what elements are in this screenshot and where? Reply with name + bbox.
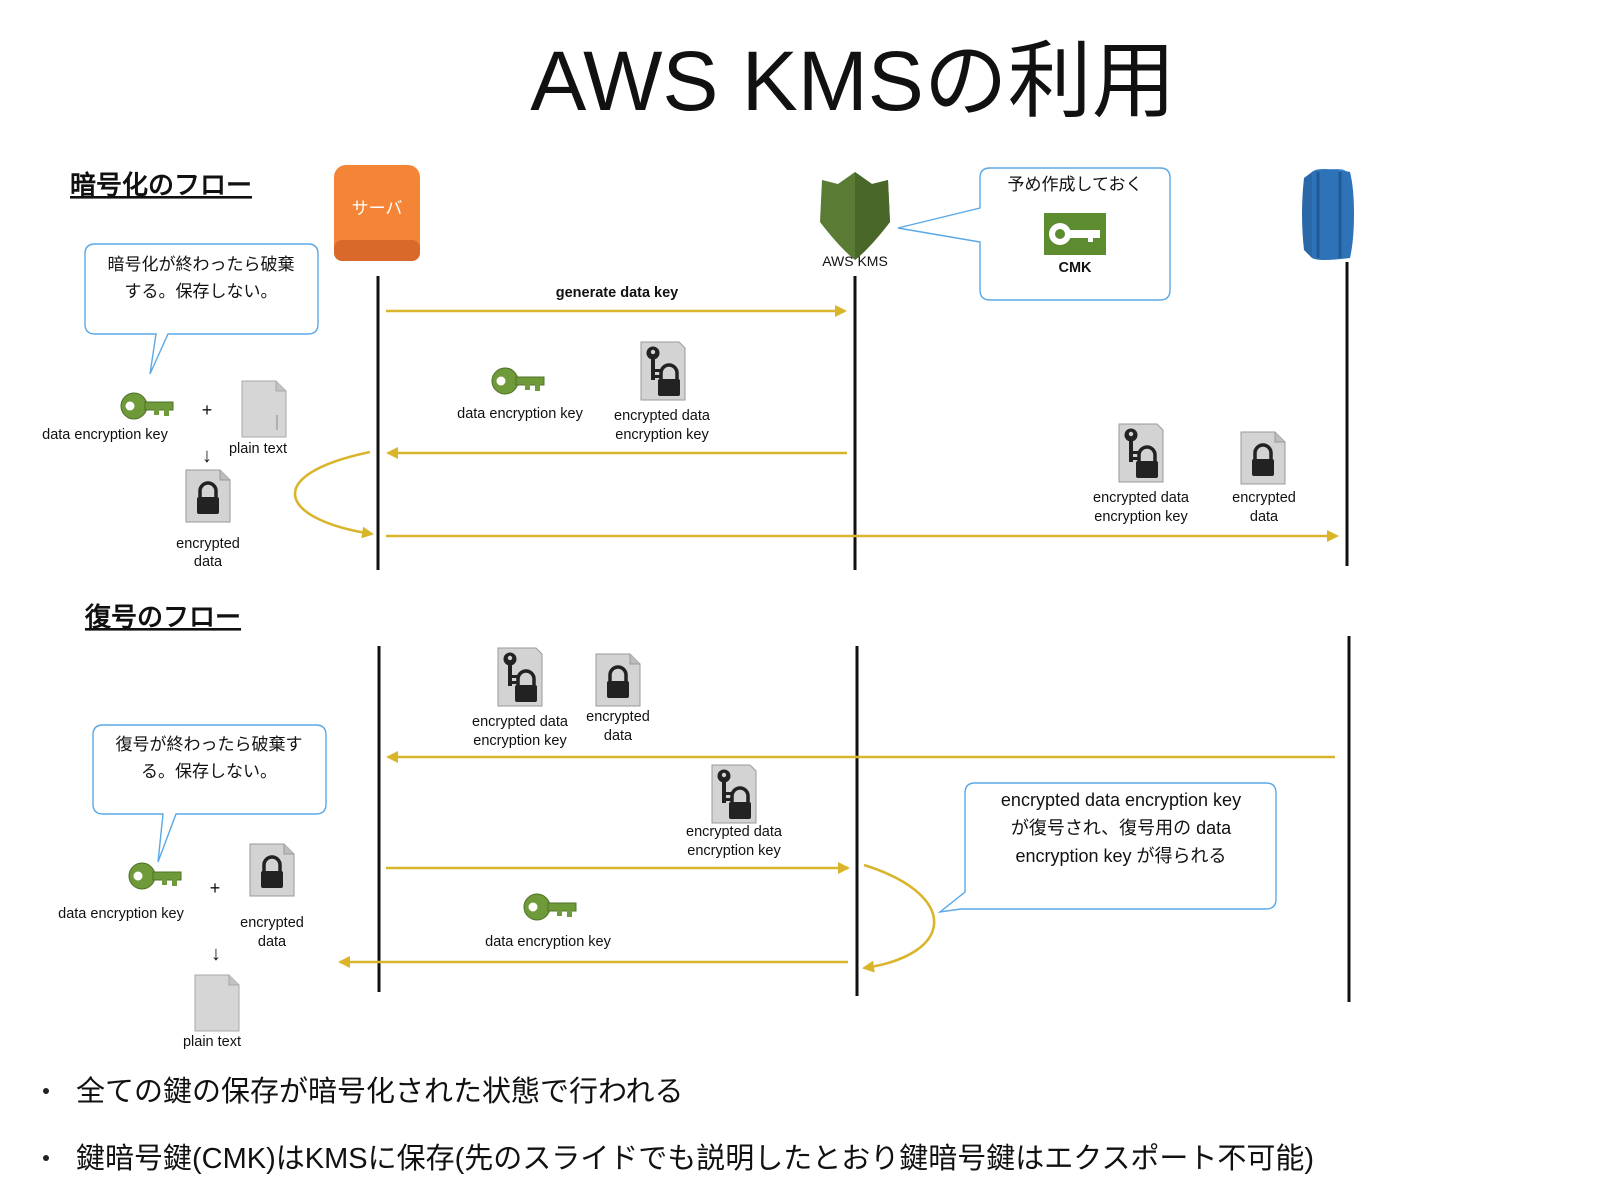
encrypt-flow-heading: 暗号化のフロー: [70, 170, 252, 200]
decrypt-discard-line1: 復号が終わったら破棄す: [116, 735, 303, 754]
data-encryption-key-label: data encryption key: [58, 906, 184, 922]
key-icon: [128, 862, 182, 890]
encrypted-dek-label-2: encryption key: [615, 427, 709, 443]
encrypted-key-icon: [1117, 422, 1165, 484]
encrypt-discard-line2: する。保存しない。: [125, 282, 278, 301]
kms-shield-icon: AWS KMS: [820, 172, 890, 269]
plus-sign: +: [202, 400, 213, 420]
encrypted-data-label-1: encrypted: [1232, 490, 1296, 506]
kms-self-loop: [862, 863, 936, 973]
encrypted-key-icon: [639, 340, 687, 402]
encrypted-data-label-1: encrypted: [586, 709, 650, 725]
bullet-dot: [43, 1155, 49, 1161]
cmk-key-icon: [1044, 213, 1106, 255]
encrypted-doc-icon: [594, 652, 642, 708]
encrypted-dek-label-1: encrypted data: [614, 408, 711, 424]
server-label: サーバ: [352, 199, 403, 218]
encrypted-data-label-1: encrypted: [176, 536, 240, 552]
page-title: AWS KMSの利用: [530, 34, 1176, 128]
plain-text-label: plain text: [183, 1034, 241, 1050]
decrypt-discard-callout: 復号が終わったら破棄す る。保存しない。: [92, 724, 327, 863]
data-encryption-key-label: data encryption key: [42, 427, 168, 443]
encrypted-doc-icon: [184, 468, 232, 524]
encrypted-doc-icon: [1239, 430, 1287, 486]
bullet-2: 鍵暗号鍵(CMK)はKMSに保存(先のスライドでも説明したとおり鍵暗号鍵はエクス…: [76, 1142, 1314, 1175]
encrypted-doc-icon: [248, 842, 296, 898]
encrypted-data-label-2: data: [258, 934, 287, 950]
decrypt-result-line2: が復号され、復号用の data: [1011, 818, 1232, 838]
bullet-dot: [43, 1088, 49, 1094]
encrypted-data-label-1: encrypted: [240, 915, 304, 931]
data-encryption-key-label: data encryption key: [485, 934, 611, 950]
plus-sign: +: [210, 878, 221, 898]
encrypted-dek-label-1: encrypted data: [472, 714, 569, 730]
encrypted-key-icon: [496, 646, 544, 708]
plain-doc-icon: [194, 974, 240, 1032]
decrypt-result-line3: encryption key が得られる: [1015, 846, 1226, 866]
encrypted-dek-label-2: encryption key: [687, 843, 781, 859]
decrypt-result-line1: encrypted data encryption key: [1001, 790, 1241, 810]
down-arrow: ↓: [211, 943, 221, 965]
cmk-callout: 予め作成しておく CMK: [897, 167, 1171, 301]
key-icon: [491, 367, 545, 395]
server-self-loop: [293, 450, 374, 539]
plain-doc-icon: [241, 380, 287, 438]
down-arrow: ↓: [202, 445, 212, 467]
cmk-label: CMK: [1058, 260, 1092, 276]
database-icon: [1302, 169, 1354, 260]
encrypted-dek-label-2: encryption key: [1094, 509, 1188, 525]
decrypt-result-callout: encrypted data encryption key が復号され、復号用の…: [937, 782, 1277, 914]
encrypt-discard-line1: 暗号化が終わったら破棄: [108, 255, 295, 274]
encrypted-data-label-2: data: [194, 554, 223, 570]
key-icon: [120, 392, 174, 420]
encrypted-dek-label-1: encrypted data: [686, 824, 783, 840]
server-icon: サーバ: [334, 165, 420, 261]
encrypted-data-label-2: data: [1250, 509, 1279, 525]
encrypted-key-icon: [710, 763, 758, 825]
decrypt-discard-line2: る。保存しない。: [141, 762, 277, 781]
key-icon: [523, 893, 577, 921]
encrypt-discard-callout: 暗号化が終わったら破棄 する。保存しない。: [84, 243, 319, 375]
bullet-1: 全ての鍵の保存が暗号化された状態で行われる: [76, 1075, 684, 1108]
cmk-note: 予め作成しておく: [1008, 175, 1143, 194]
encrypted-data-label-2: data: [604, 728, 633, 744]
generate-data-key-label: generate data key: [556, 285, 679, 301]
encrypted-dek-label-1: encrypted data: [1093, 490, 1190, 506]
encrypted-dek-label-2: encryption key: [473, 733, 567, 749]
kms-label: AWS KMS: [822, 253, 888, 269]
decrypt-flow-heading: 復号のフロー: [84, 602, 241, 632]
data-encryption-key-label: data encryption key: [457, 406, 583, 422]
plain-text-label: plain text: [229, 441, 287, 457]
